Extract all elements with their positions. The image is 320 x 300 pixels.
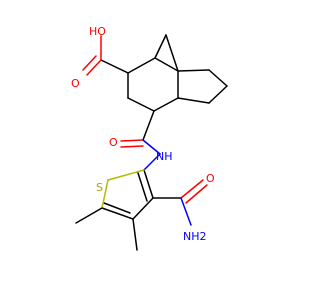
- bond-c7-c8: [208, 85, 228, 104]
- bond-c5-amide-carbon: [142, 110, 155, 141]
- bond-c2-c3: [154, 57, 179, 72]
- bond-thiophene-s-c2: [107, 169, 145, 181]
- bond-c1-c2: [127, 57, 156, 74]
- bond-thiophene-c2-c3-double: [137, 172, 148, 202]
- bond-nh-thiophene: [143, 153, 161, 171]
- bond-c8-c4: [177, 97, 210, 104]
- bond-c3-c6: [177, 69, 210, 72]
- bond-carboxamide-co-1: [180, 179, 204, 199]
- bond-acid-co-1: [86, 59, 102, 76]
- bond-c4-c5: [153, 97, 179, 112]
- bond-thiophene-c4-c5: [101, 207, 134, 220]
- bond-c5-c1: [127, 97, 155, 112]
- bond-thiophene-c2-c3: [143, 169, 154, 199]
- bond-bridge-1: [154, 34, 167, 59]
- bond-amide-co-1: [120, 139, 144, 142]
- bond-carboxamide-co-2: [185, 184, 208, 204]
- chemical-structure-diagram: HO O O NH S O NH2: [71, 25, 228, 251]
- bond-methyl-2: [132, 218, 138, 251]
- carboxamide-o-label: O: [206, 172, 215, 185]
- amide-nh-label: NH: [156, 150, 173, 163]
- carboxylic-acid-oh-label: HO: [89, 25, 106, 38]
- bond-thiophene-c3-c4: [132, 197, 154, 220]
- bond-methyl-1: [75, 207, 103, 224]
- bond-acid-co-2: [82, 55, 97, 71]
- carboxamide-nh2-label: NH2: [183, 230, 207, 243]
- bond-carboxamide-cn: [180, 197, 192, 226]
- bond-acid-carbon: [100, 59, 129, 74]
- bond-thiophene-c5-s: [101, 179, 109, 209]
- bond-bridge-2: [165, 34, 179, 72]
- bond-amide-cn: [142, 139, 161, 155]
- carboxylic-acid-o-label: O: [71, 77, 80, 90]
- thiophene-s-label: S: [96, 181, 103, 194]
- bond-thiophene-c4-c5-double: [103, 202, 131, 214]
- amide-o-label: O: [109, 136, 118, 149]
- bond-c6-c7: [208, 69, 228, 87]
- bond-amide-co-2: [120, 145, 144, 148]
